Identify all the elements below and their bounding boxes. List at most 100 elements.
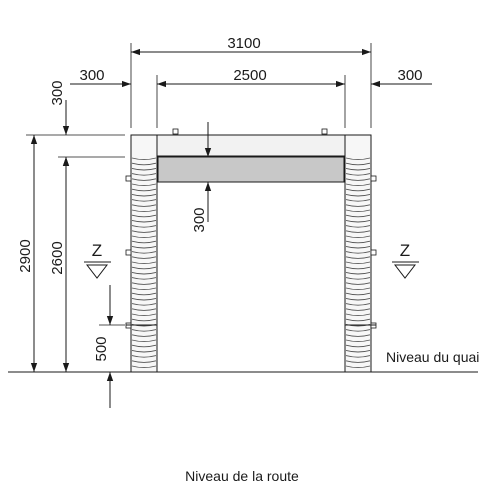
seal-rib	[131, 204, 157, 207]
seal-rib	[345, 308, 371, 311]
seal-rib	[131, 297, 157, 301]
seal-rib	[131, 266, 157, 270]
seal-rib	[131, 256, 157, 259]
seal-rib	[131, 193, 157, 197]
top-small-bracket-left	[172, 128, 179, 135]
seal-rib	[345, 193, 371, 197]
seal-rib	[345, 162, 371, 166]
seal-rib	[131, 219, 157, 223]
seal-rib	[345, 240, 371, 244]
dim-bottom-offset: 500	[93, 336, 110, 361]
seal-rib	[131, 183, 157, 187]
dim-total-height: 2900	[17, 239, 34, 272]
seal-rib	[131, 344, 157, 348]
header-curtain	[157, 156, 345, 183]
dim-opening-height: 2600	[49, 241, 66, 274]
seal-rib	[131, 188, 157, 192]
seal-rib	[345, 183, 371, 187]
seal-rib	[131, 365, 157, 369]
seal-rib	[345, 235, 371, 239]
seal-rib	[345, 360, 371, 363]
section-mark-left-triangle	[85, 264, 109, 279]
seal-rib	[345, 266, 371, 270]
seal-rib	[131, 235, 157, 239]
right-bracket-top	[370, 175, 377, 182]
top-small-bracket-right	[321, 128, 328, 135]
left-bracket-mid	[125, 249, 132, 256]
road-level-label: Niveau de la route	[185, 468, 299, 484]
seal-rib	[345, 271, 371, 275]
seal-rib	[131, 334, 157, 337]
seal-rib	[131, 225, 157, 228]
top-seal-pad	[130, 134, 372, 157]
seal-rib	[131, 355, 157, 358]
seal-rib	[345, 178, 371, 181]
seal-rib	[131, 277, 157, 280]
seal-rib	[345, 292, 371, 296]
seal-rib	[131, 173, 157, 176]
seal-rib	[131, 245, 157, 249]
section-mark-left-letter: Z	[92, 241, 102, 260]
seal-rib	[131, 360, 157, 363]
seal-rib	[345, 334, 371, 337]
seal-rib	[131, 308, 157, 311]
seal-rib	[131, 209, 157, 213]
seal-rib	[131, 230, 157, 233]
seal-rib	[345, 157, 371, 161]
seal-rib	[131, 261, 157, 265]
seal-rib	[131, 157, 157, 161]
seal-rib	[345, 256, 371, 259]
dim-right-seal-width: 300	[397, 67, 422, 84]
left-bracket-top	[125, 175, 132, 182]
seal-rib	[345, 230, 371, 233]
dim-overall-width: 3100	[227, 35, 260, 52]
seal-rib	[345, 245, 371, 249]
seal-rib	[131, 251, 157, 254]
seal-rib	[131, 271, 157, 275]
seal-rib	[345, 214, 371, 218]
dim-left-seal-width: 300	[79, 67, 104, 84]
seal-rib	[131, 178, 157, 181]
seal-rib	[131, 214, 157, 218]
seal-rib	[345, 355, 371, 358]
seal-rib	[345, 167, 371, 171]
seal-rib	[345, 225, 371, 228]
seal-rib	[131, 162, 157, 166]
seal-rib	[345, 344, 371, 348]
seal-rib	[131, 329, 157, 332]
seal-rib	[131, 240, 157, 244]
seal-rib	[345, 303, 371, 306]
seal-rib	[345, 349, 371, 353]
seal-rib	[345, 199, 371, 202]
seal-rib	[131, 349, 157, 353]
seal-rib	[345, 318, 371, 322]
seal-rib	[345, 261, 371, 265]
seal-rib	[345, 251, 371, 254]
dim-opening-width: 2500	[233, 67, 266, 84]
right-bracket-mid	[370, 249, 377, 256]
dock-level-label: Niveau du quai	[386, 349, 479, 365]
seal-rib	[345, 219, 371, 223]
seal-rib	[131, 318, 157, 322]
seal-rib	[345, 313, 371, 317]
seal-rib	[345, 329, 371, 332]
seal-rib	[345, 287, 371, 291]
seal-rib	[345, 297, 371, 301]
seal-rib	[131, 287, 157, 291]
seal-rib	[131, 313, 157, 317]
seal-rib	[131, 292, 157, 296]
seal-rib	[345, 209, 371, 213]
seal-rib	[131, 339, 157, 343]
seal-rib	[131, 199, 157, 202]
seal-rib	[131, 282, 157, 285]
seal-rib	[131, 303, 157, 306]
section-mark-right-letter: Z	[400, 241, 410, 260]
seal-rib	[345, 365, 371, 369]
seal-rib	[345, 173, 371, 176]
dim-top-pad-height: 300	[191, 207, 208, 232]
seal-rib	[131, 167, 157, 171]
seal-rib	[345, 277, 371, 280]
dim-top-seal-height: 300	[49, 80, 66, 105]
